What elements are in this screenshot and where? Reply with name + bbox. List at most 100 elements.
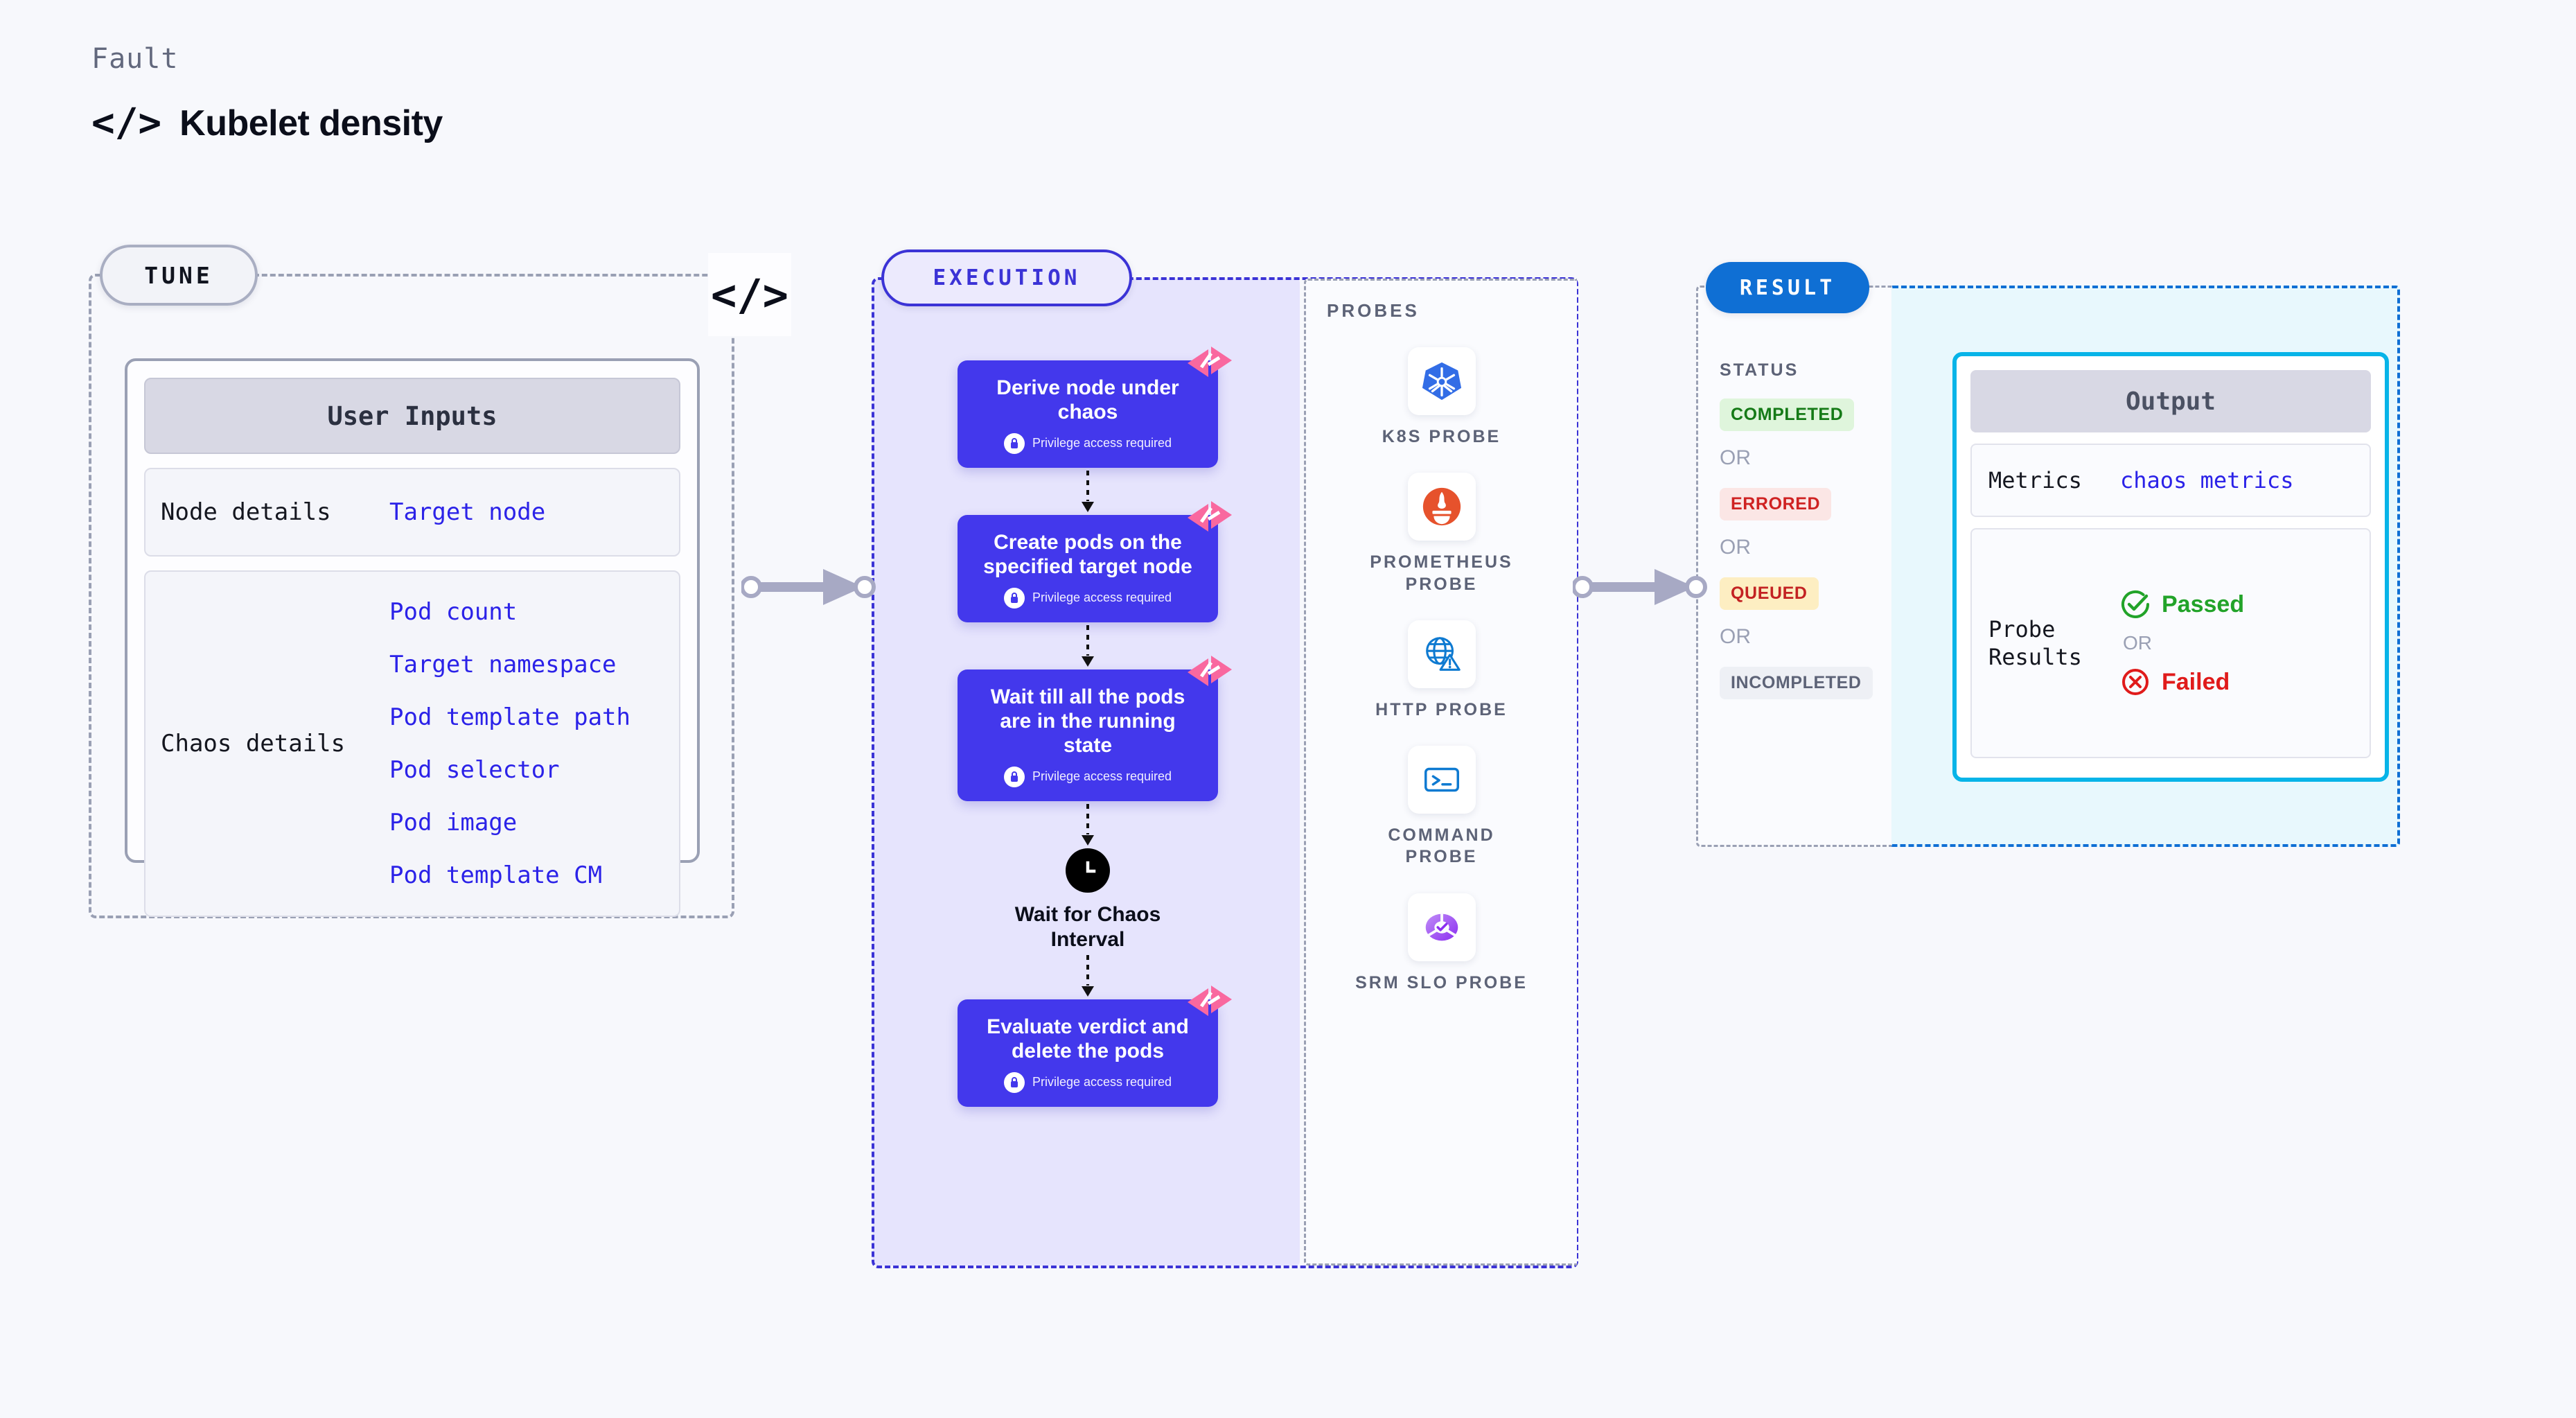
harness-ribbon-icon xyxy=(1188,985,1232,1016)
probe-verdicts: Passed OR Failed xyxy=(2120,589,2244,697)
execution-section: EXECUTION Derive node under chaos Privil… xyxy=(872,250,1578,1268)
execution-dashed-border xyxy=(872,277,1578,1268)
input-row-values: Target node xyxy=(389,498,545,526)
user-inputs-header: User Inputs xyxy=(144,378,680,454)
status-title: STATUS xyxy=(1720,360,1799,380)
tune-pill-label: TUNE xyxy=(100,245,258,306)
privilege-note-text: Privilege access required xyxy=(1032,590,1172,605)
probes-panel: PROBES xyxy=(1304,279,1577,1266)
status-column: STATUS COMPLETED OR ERRORED OR QUEUED OR… xyxy=(1720,360,1879,699)
verdict-or-label: OR xyxy=(2123,632,2152,654)
input-row-label: Chaos details xyxy=(161,730,346,758)
input-row-node-details: Node details Target node xyxy=(144,468,680,557)
flow-arrow xyxy=(1082,803,1094,846)
privilege-note-text: Privilege access required xyxy=(1032,436,1172,450)
output-link-chaos-metrics[interactable]: chaos metrics xyxy=(2120,467,2294,493)
probes-title: PROBES xyxy=(1327,300,1420,321)
connector-tune-to-execution xyxy=(741,569,876,605)
verdict-failed: Failed xyxy=(2120,667,2244,697)
step-card-create-pods[interactable]: Create pods on the specified target node… xyxy=(958,500,1232,622)
output-row-label: Probe Results xyxy=(1988,616,2082,670)
step-title: Derive node under chaos xyxy=(996,376,1179,424)
probe-item-prometheus[interactable]: PROMETHEUS PROBE xyxy=(1352,473,1532,595)
step-card-evaluate-verdict[interactable]: Evaluate verdict and delete the pods Pri… xyxy=(958,985,1232,1107)
result-status-area xyxy=(1696,286,1891,847)
probe-name: K8S PROBE xyxy=(1382,427,1501,446)
privilege-note: Privilege access required xyxy=(974,1071,1201,1093)
step-card-derive-node[interactable]: Derive node under chaos Privilege access… xyxy=(958,347,1232,468)
status-badge-incompleted: INCOMPLETED xyxy=(1720,667,1873,699)
result-section: RESULT STATUS COMPLETED OR ERRORED OR QU… xyxy=(1696,262,2400,847)
input-link-pod-template-path[interactable]: Pod template path xyxy=(389,703,630,731)
output-row-probe-results: Probe Results Passed OR Faile xyxy=(1970,528,2371,758)
verdict-passed-label: Passed xyxy=(2162,590,2245,618)
input-row-label: Node details xyxy=(161,498,331,526)
privilege-note: Privilege access required xyxy=(974,587,1201,609)
code-icon: </> xyxy=(708,253,791,336)
page-title: Kubelet density xyxy=(179,103,443,143)
srm-slo-icon xyxy=(1407,893,1476,961)
lock-icon xyxy=(1003,1071,1025,1093)
probe-name: COMMAND PROBE xyxy=(1388,825,1495,867)
fault-kicker: Fault xyxy=(91,43,179,75)
probe-name: SRM SLO PROBE xyxy=(1355,972,1528,992)
lock-icon xyxy=(1003,432,1025,454)
connector-execution-to-result xyxy=(1573,569,1707,605)
probes-list: K8S PROBE PROMETHEUS PROBE xyxy=(1306,347,1577,994)
page-header: Fault </> Kubelet density xyxy=(91,43,443,144)
output-card: Output Metrics chaos metrics Probe Resul… xyxy=(1952,352,2389,782)
status-or-label: OR xyxy=(1720,446,1751,469)
user-inputs-card: User Inputs Node details Target node Cha… xyxy=(125,358,700,917)
x-circle-icon xyxy=(2122,669,2149,695)
tune-dashed-border xyxy=(89,274,734,918)
input-link-target-namespace[interactable]: Target namespace xyxy=(389,651,617,679)
output-header: Output xyxy=(1970,370,2371,432)
http-globe-icon xyxy=(1407,620,1476,688)
execution-step-flow: Derive node under chaos Privilege access… xyxy=(915,347,1261,1107)
flow-arrow xyxy=(1082,954,1094,997)
code-icon: </> xyxy=(91,100,162,146)
input-link-pod-selector[interactable]: Pod selector xyxy=(389,756,560,784)
flow-arrow xyxy=(1082,624,1094,667)
privilege-note-text: Privilege access required xyxy=(1032,769,1172,784)
prometheus-icon xyxy=(1407,473,1476,541)
output-row-metrics: Metrics chaos metrics xyxy=(1970,444,2371,517)
lock-icon xyxy=(1003,766,1025,787)
execution-pill-label: EXECUTION xyxy=(881,250,1132,306)
probe-item-command[interactable]: COMMAND PROBE xyxy=(1352,746,1532,868)
privilege-note: Privilege access required xyxy=(974,766,1201,787)
probe-item-k8s[interactable]: K8S PROBE xyxy=(1352,347,1532,448)
input-link-pod-image[interactable]: Pod image xyxy=(389,809,518,837)
result-pill-label: RESULT xyxy=(1706,262,1869,313)
privilege-note-text: Privilege access required xyxy=(1032,1075,1172,1089)
probe-item-srm-slo[interactable]: SRM SLO PROBE xyxy=(1352,893,1532,994)
lock-icon xyxy=(1003,587,1025,609)
check-circle-icon xyxy=(2121,590,2149,618)
clock-icon xyxy=(1066,848,1110,893)
step-title: Wait till all the pods are in the runnin… xyxy=(990,685,1185,758)
status-or-label: OR xyxy=(1720,536,1751,559)
input-link-pod-count[interactable]: Pod count xyxy=(389,598,518,626)
fault-title-row: </> Kubelet density xyxy=(91,103,443,144)
probe-item-http[interactable]: HTTP PROBE xyxy=(1352,620,1532,721)
verdict-failed-label: Failed xyxy=(2162,668,2230,695)
probe-name: PROMETHEUS PROBE xyxy=(1370,552,1513,594)
kubernetes-icon xyxy=(1407,347,1476,415)
step-card-wait-pods-running[interactable]: Wait till all the pods are in the runnin… xyxy=(958,655,1232,801)
harness-ribbon-icon xyxy=(1188,500,1232,532)
privilege-note: Privilege access required xyxy=(974,432,1201,454)
wait-node-label: Wait for Chaos Interval xyxy=(1014,902,1161,951)
input-link-pod-template-cm[interactable]: Pod template CM xyxy=(389,861,603,889)
status-or-label: OR xyxy=(1720,625,1751,648)
status-badge-completed: COMPLETED xyxy=(1720,399,1855,431)
status-badge-errored: ERRORED xyxy=(1720,488,1832,520)
harness-ribbon-icon xyxy=(1188,347,1232,377)
step-title: Create pods on the specified target node xyxy=(983,530,1192,579)
input-link-target-node[interactable]: Target node xyxy=(389,498,546,526)
tune-section: TUNE User Inputs Node details Target nod… xyxy=(89,245,734,918)
step-title: Evaluate verdict and delete the pods xyxy=(987,1015,1189,1063)
status-badge-queued: QUEUED xyxy=(1720,577,1819,610)
verdict-passed: Passed xyxy=(2120,589,2244,620)
terminal-icon xyxy=(1407,746,1476,814)
probe-name: HTTP PROBE xyxy=(1375,699,1508,719)
